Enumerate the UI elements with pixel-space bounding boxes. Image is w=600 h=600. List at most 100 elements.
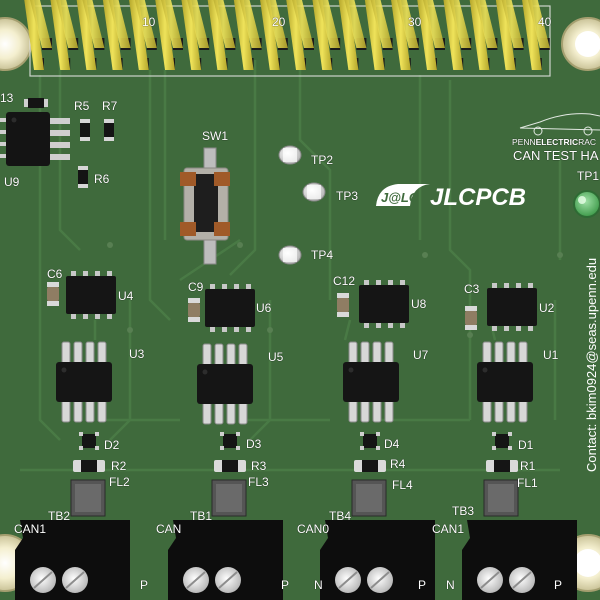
soic-chip xyxy=(343,362,399,402)
label-d1: D1 xyxy=(518,438,534,452)
diode-pad xyxy=(508,446,512,450)
chip-leg xyxy=(238,343,248,367)
soic-chip xyxy=(359,285,409,323)
label-can-tb1: CAN xyxy=(156,522,182,536)
label-u7: U7 xyxy=(413,348,429,362)
chip-lead xyxy=(400,323,405,328)
chip-lead xyxy=(83,271,88,276)
chip-lead xyxy=(246,327,251,332)
chip-leg xyxy=(238,401,248,425)
chip-lead xyxy=(234,327,239,332)
jlc-logo-text: J@LC xyxy=(381,190,419,205)
header-pin xyxy=(495,0,516,70)
sw1-switch xyxy=(180,147,230,265)
label-fl2: FL2 xyxy=(109,475,130,489)
diode-pad xyxy=(95,446,99,450)
header-pin xyxy=(265,0,288,48)
label-c6: C6 xyxy=(47,267,63,281)
chip-leg xyxy=(226,343,236,367)
label-n-tb4: N xyxy=(314,578,323,592)
header-pin-30: 30 xyxy=(408,15,422,29)
diode-pad xyxy=(508,432,512,436)
chip-lead xyxy=(210,327,215,332)
screw-slot xyxy=(186,571,206,589)
label-fl3: FL3 xyxy=(248,475,269,489)
lower-ic-row xyxy=(56,341,533,425)
screw-slot xyxy=(480,571,500,589)
label-r7: R7 xyxy=(102,99,118,113)
chip-leg xyxy=(384,399,394,423)
label-tp4: TP4 xyxy=(311,248,334,262)
header-pin-20: 20 xyxy=(272,15,286,29)
chip-lead xyxy=(95,271,100,276)
chip-lead xyxy=(210,284,215,289)
resistor-body xyxy=(362,460,378,472)
header-pin xyxy=(181,0,202,70)
chip-leg xyxy=(482,399,492,423)
label-c12: C12 xyxy=(333,274,356,288)
brand-penn-electric: PENNELECTRICRAC xyxy=(512,137,597,147)
label-u2: U2 xyxy=(539,301,555,315)
filter-core xyxy=(216,484,242,512)
label-u1: U1 xyxy=(543,348,559,362)
label-p-tb1: P xyxy=(281,578,290,592)
car-silhouette xyxy=(519,113,600,136)
header-pin xyxy=(155,0,175,70)
chip-leg xyxy=(518,399,528,423)
label-p-tb3: P xyxy=(554,578,563,592)
chip-leg xyxy=(97,399,107,423)
label-r13: 13 xyxy=(0,91,14,105)
chip-lead xyxy=(364,323,369,328)
label-c3: C3 xyxy=(464,282,480,296)
label-d3: D3 xyxy=(246,437,262,451)
label-r1: R1 xyxy=(520,459,536,473)
header-pin xyxy=(391,0,411,70)
chip-lead xyxy=(516,326,521,331)
header-pin xyxy=(417,0,437,70)
screw-slot xyxy=(512,571,532,589)
soic-chip xyxy=(205,289,255,327)
chip-lead xyxy=(400,280,405,285)
label-u8: U8 xyxy=(411,297,427,311)
header-pin xyxy=(24,0,44,70)
label-can-tb2: CAN1 xyxy=(14,522,47,536)
label-tp3: TP3 xyxy=(336,189,359,203)
gpio-header-pins xyxy=(24,0,550,70)
chip-leg xyxy=(372,399,382,423)
chip-leg xyxy=(506,341,516,365)
chip-leg xyxy=(494,399,504,423)
filter-core xyxy=(75,484,101,512)
label-d2: D2 xyxy=(104,438,120,452)
pin1-dot xyxy=(482,367,488,373)
label-tp2: TP2 xyxy=(311,153,334,167)
diode-pad xyxy=(360,446,364,450)
chip-lead xyxy=(388,280,393,285)
label-u3: U3 xyxy=(129,347,145,361)
resistor-body xyxy=(222,460,238,472)
diode-pad xyxy=(220,446,224,450)
header-pin xyxy=(338,0,359,70)
label-n-tb3: N xyxy=(446,578,455,592)
chip-leg xyxy=(372,341,382,365)
chip-lead xyxy=(516,283,521,288)
chip-lead xyxy=(528,326,533,331)
header-pin xyxy=(82,0,105,48)
screw-slot xyxy=(65,571,85,589)
resistor-body xyxy=(81,460,97,472)
label-tp1: TP1 xyxy=(577,169,600,183)
chip-lead xyxy=(234,284,239,289)
diode-body xyxy=(363,434,377,448)
chip-leg xyxy=(85,341,95,365)
header-pin xyxy=(522,0,542,70)
small-resistors xyxy=(78,123,114,184)
chip-lead xyxy=(528,283,533,288)
copper-traces xyxy=(20,60,562,472)
chip-leg xyxy=(360,341,370,365)
chip-leg xyxy=(202,401,212,425)
label-sw1: SW1 xyxy=(202,129,229,143)
label-tb4: TB4 xyxy=(329,509,352,523)
header-pin xyxy=(449,0,472,48)
capacitors xyxy=(47,282,477,330)
